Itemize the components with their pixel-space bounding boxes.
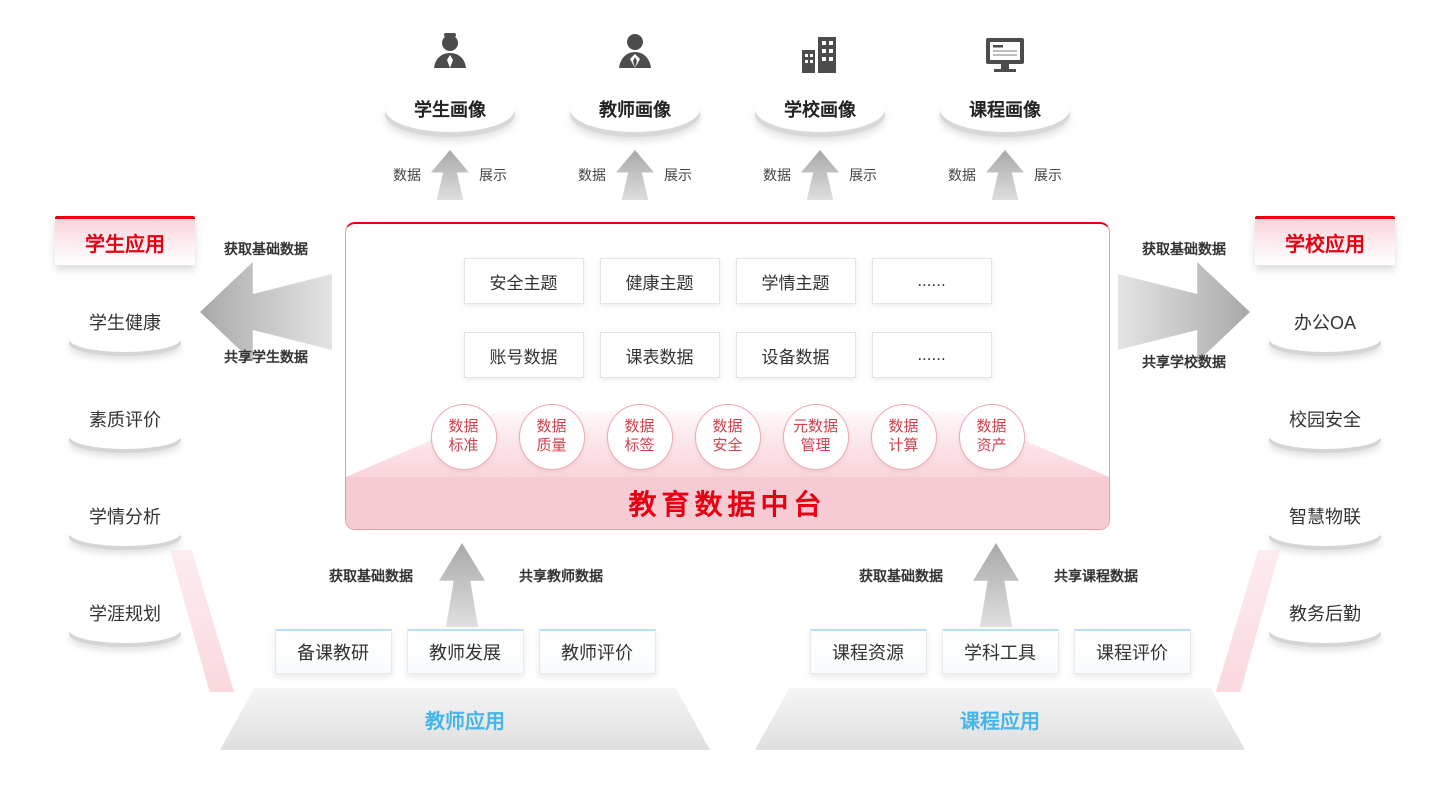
list-item: 教务后勤 <box>1255 600 1395 643</box>
data-middle-platform: 安全主题 健康主题 学情主题 ...... 账号数据 课表数据 设备数据 ...… <box>345 222 1110 530</box>
capability-circle: 数据 安全 <box>694 404 761 470</box>
data-label: 数据 <box>948 167 976 183</box>
course-app-title: 课程应用 <box>960 710 1040 733</box>
portrait-label: 学校画像 <box>784 100 856 120</box>
flow-label: 共享学校数据 <box>1142 354 1226 370</box>
data-label: 数据 <box>578 167 606 183</box>
disc-shape <box>1269 423 1381 449</box>
portrait-student: 学生画像 数据 展示 <box>360 26 540 200</box>
list-item: 素质评价 <box>55 406 195 449</box>
list-item: 校园安全 <box>1255 406 1395 449</box>
list-item: 学涯规划 <box>55 600 195 643</box>
data-box: 账号数据 <box>463 332 584 378</box>
data-box: 设备数据 <box>735 332 856 378</box>
disc-shape <box>1269 617 1381 643</box>
flow-label: 获取基础数据 <box>329 568 413 584</box>
portrait-label: 教师画像 <box>599 100 671 120</box>
flow-label: 共享课程数据 <box>1054 568 1138 584</box>
capability-circle: 元数据 管理 <box>782 404 849 470</box>
up-arrow-icon <box>431 150 469 200</box>
portrait-disc: 课程画像 <box>940 86 1070 132</box>
list-item: 学情分析 <box>55 503 195 546</box>
course-icon <box>915 26 1095 78</box>
theme-box: 健康主题 <box>599 258 720 304</box>
teacher-icon <box>545 26 725 78</box>
display-label: 展示 <box>1034 167 1062 183</box>
portrait-disc: 教师画像 <box>570 86 700 132</box>
list-item: 学生健康 <box>55 309 195 352</box>
flow-label: 共享教师数据 <box>519 568 603 584</box>
portrait-school: 学校画像 数据 展示 <box>730 26 910 200</box>
student-icon <box>360 26 540 78</box>
data-box: 课表数据 <box>599 332 720 378</box>
display-label: 展示 <box>664 167 692 183</box>
flow-label: 获取基础数据 <box>1142 241 1226 257</box>
flow-label: 获取基础数据 <box>224 241 308 257</box>
capability-circle-row: 数据 标准 数据 质量 数据 标签 数据 安全 元数据 管理 数据 计算 数据 … <box>346 404 1109 470</box>
disc-shape <box>69 617 181 643</box>
list-item: 办公OA <box>1255 309 1395 352</box>
display-label: 展示 <box>479 167 507 183</box>
portrait-label: 学生画像 <box>414 100 486 120</box>
theme-box-row: 安全主题 健康主题 学情主题 ...... <box>346 258 1109 304</box>
app-box: 教师发展 <box>406 629 524 674</box>
up-arrow-icon <box>986 150 1024 200</box>
data-label: 数据 <box>393 167 421 183</box>
theme-box: 安全主题 <box>463 258 584 304</box>
capability-circle: 数据 质量 <box>518 404 585 470</box>
app-box: 备课教研 <box>274 629 392 674</box>
theme-box: 学情主题 <box>735 258 856 304</box>
student-app-panel: 学生应用 学生健康 素质评价 学情分析 学涯规划 <box>55 216 195 643</box>
capability-circle: 数据 资产 <box>958 404 1025 470</box>
capability-circle: 数据 标签 <box>606 404 673 470</box>
data-label: 数据 <box>763 167 791 183</box>
portrait-disc: 学校画像 <box>755 86 885 132</box>
app-box: 课程评价 <box>1073 629 1191 674</box>
platform-title-banner: 教育数据中台 <box>346 477 1109 529</box>
portrait-label: 课程画像 <box>969 100 1041 120</box>
capability-circle: 数据 标准 <box>430 404 497 470</box>
course-app-platform: 课程应用 <box>755 688 1245 750</box>
app-box: 课程资源 <box>809 629 927 674</box>
right-arrow-icon <box>1118 262 1250 362</box>
theme-box-more: ...... <box>871 258 992 304</box>
platform-title: 教育数据中台 <box>628 489 827 520</box>
portrait-teacher: 教师画像 数据 展示 <box>545 26 725 200</box>
school-app-panel: 学校应用 办公OA 校园安全 智慧物联 教务后勤 <box>1255 216 1395 643</box>
school-app-title: 学校应用 <box>1255 216 1395 265</box>
flow-label: 获取基础数据 <box>859 568 943 584</box>
school-icon <box>730 26 910 78</box>
disc-shape <box>1269 520 1381 546</box>
up-arrow-icon <box>616 150 654 200</box>
portrait-course: 课程画像 数据 展示 <box>915 26 1095 200</box>
up-arrow-icon <box>973 543 1019 627</box>
course-app-boxes: 课程资源 学科工具 课程评价 <box>755 629 1245 674</box>
disc-shape <box>69 520 181 546</box>
data-box-more: ...... <box>871 332 992 378</box>
up-arrow-icon <box>439 543 485 627</box>
flow-label: 共享学生数据 <box>224 349 308 365</box>
display-label: 展示 <box>849 167 877 183</box>
app-box: 学科工具 <box>941 629 1059 674</box>
disc-shape <box>69 326 181 352</box>
app-box: 教师评价 <box>538 629 656 674</box>
disc-shape <box>1269 326 1381 352</box>
capability-circle: 数据 计算 <box>870 404 937 470</box>
student-app-title: 学生应用 <box>55 216 195 265</box>
disc-shape <box>69 423 181 449</box>
data-box-row: 账号数据 课表数据 设备数据 ...... <box>346 332 1109 378</box>
list-item: 智慧物联 <box>1255 503 1395 546</box>
up-arrow-icon <box>801 150 839 200</box>
teacher-app-boxes: 备课教研 教师发展 教师评价 <box>220 629 710 674</box>
portrait-disc: 学生画像 <box>385 86 515 132</box>
teacher-app-title: 教师应用 <box>425 710 505 733</box>
teacher-app-platform: 教师应用 <box>220 688 710 750</box>
